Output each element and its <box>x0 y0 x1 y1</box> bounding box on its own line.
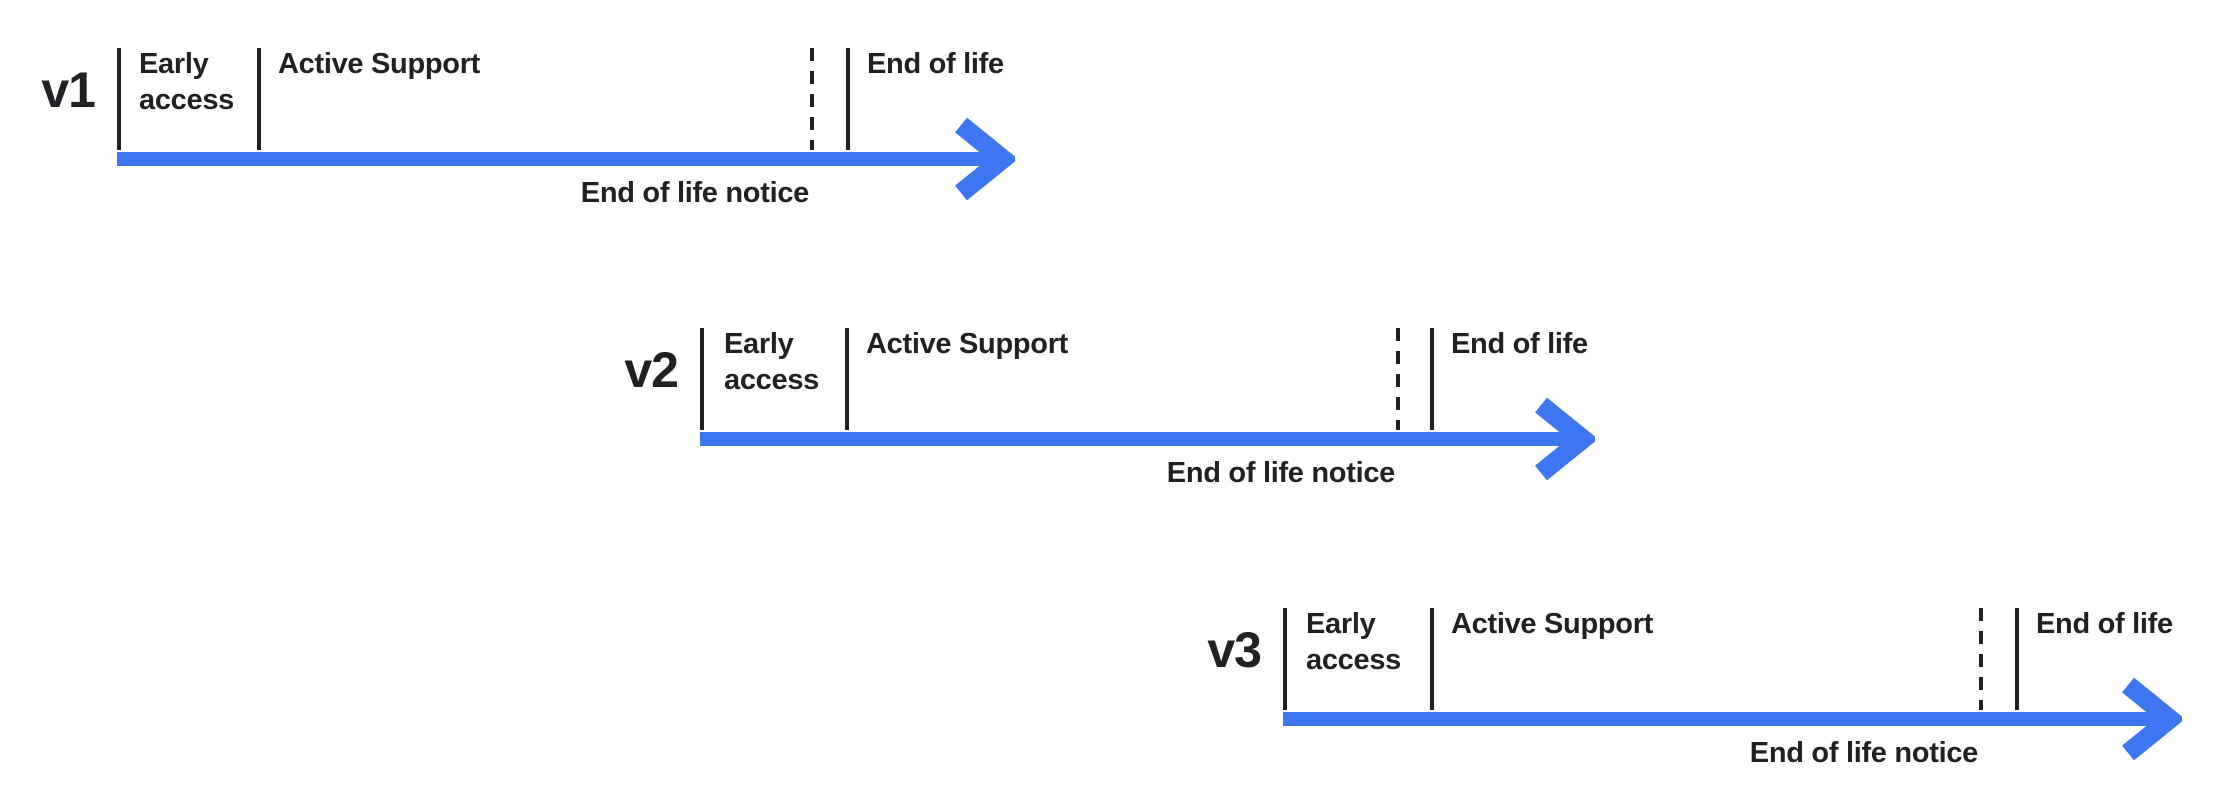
timeline-bar <box>117 152 1003 166</box>
active-support-start-tick <box>845 328 849 430</box>
version-label: v2 <box>624 342 679 398</box>
eol-notice-dashed-tick <box>810 48 814 150</box>
version-label: v3 <box>1207 622 1262 678</box>
label-active-support: Active Support <box>866 328 1069 360</box>
end-of-life-tick <box>1430 328 1434 430</box>
end-of-life-tick <box>846 48 850 150</box>
early-access-start-tick <box>1283 608 1287 710</box>
eol-notice-dashed-tick <box>1979 608 1983 710</box>
arrow-head-icon <box>1535 397 1595 481</box>
early-access-start-tick <box>700 328 704 430</box>
label-end-of-life: End of life <box>1451 328 1588 360</box>
timeline-bar <box>1283 712 2170 726</box>
version-label: v1 <box>41 62 96 118</box>
label-active-support: Active Support <box>1451 608 1654 640</box>
label-early-access: Early access <box>724 328 819 396</box>
label-end-of-life-notice: End of life notice <box>1749 737 1979 769</box>
end-of-life-tick <box>2015 608 2019 710</box>
arrow-head-icon <box>2122 677 2182 761</box>
early-access-start-tick <box>117 48 121 150</box>
label-early-access: Early access <box>139 48 234 116</box>
eol-notice-dashed-tick <box>1396 328 1400 430</box>
label-early-access: Early access <box>1306 608 1401 676</box>
arrow-head-icon <box>955 117 1015 201</box>
label-active-support: Active Support <box>278 48 481 80</box>
label-end-of-life: End of life <box>867 48 1004 80</box>
timeline-bar <box>700 432 1583 446</box>
label-end-of-life: End of life <box>2036 608 2173 640</box>
label-end-of-life-notice: End of life notice <box>580 177 810 209</box>
label-end-of-life-notice: End of life notice <box>1166 457 1396 489</box>
active-support-start-tick <box>257 48 261 150</box>
active-support-start-tick <box>1430 608 1434 710</box>
